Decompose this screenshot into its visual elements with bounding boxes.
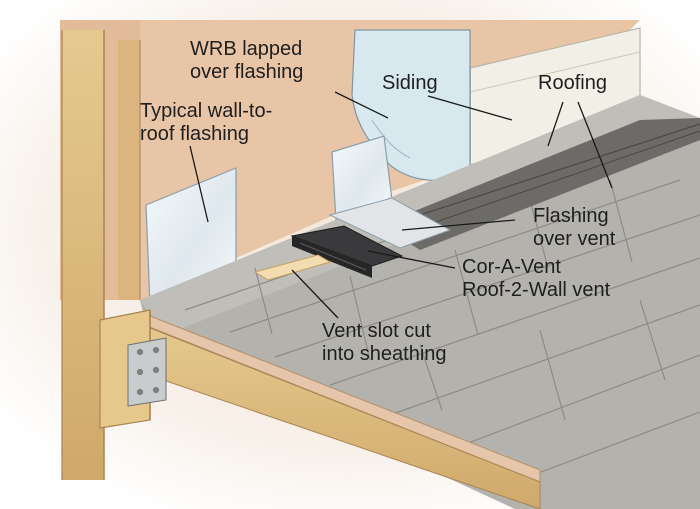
joist-hanger: [127, 337, 167, 407]
label-roofing: Roofing: [538, 72, 607, 95]
cor-a-vent: [290, 225, 404, 267]
stud-left: [62, 30, 104, 480]
leader-flashing-over-vent: [401, 219, 516, 231]
label-siding-text: Siding: [382, 72, 438, 94]
leader-vent: [367, 250, 456, 269]
label-vent-slot-line-1: Vent slot cut: [322, 320, 431, 342]
label-vent-slot: Vent slot cut into sheathing: [322, 320, 447, 366]
leader-vent-slot: [291, 269, 339, 319]
label-wall-flashing-line-2: roof flashing: [140, 123, 249, 145]
label-wrb-line-1: WRB lapped: [190, 38, 303, 60]
leader-lines: [189, 91, 613, 319]
label-vent-line-2: Roof-2-Wall vent: [462, 279, 611, 301]
label-cor-a-vent: Cor-A-Vent Roof-2-Wall vent: [462, 256, 610, 302]
stud-second: [118, 40, 140, 300]
label-flashing-over-vent: Flashing over vent: [533, 205, 615, 251]
leader-wall-flashing: [189, 145, 209, 223]
leader-roofing-1: [547, 101, 564, 147]
label-flashing-line-2: over vent: [533, 228, 616, 250]
flashing-over-vent: [328, 197, 452, 249]
leader-wrb: [334, 91, 389, 119]
label-wrb-lapped: WRB lapped over flashing: [190, 38, 303, 84]
roof-surface: [140, 95, 700, 509]
leader-roofing-2: [577, 101, 613, 189]
roofing-strip: [380, 118, 700, 250]
label-wrb-line-2: over flashing: [190, 61, 304, 83]
label-wall-flashing-line-1: Typical wall-to-: [140, 100, 273, 122]
label-roofing-text: Roofing: [538, 72, 607, 94]
label-wall-flashing: Typical wall-to- roof flashing: [140, 100, 272, 146]
leader-siding: [427, 95, 513, 121]
label-vent-slot-line-2: into sheathing: [322, 343, 447, 365]
vent-slot: [253, 254, 332, 281]
label-siding: Siding: [382, 72, 438, 95]
label-flashing-line-1: Flashing: [533, 205, 609, 227]
label-vent-line-1: Cor-A-Vent: [462, 256, 561, 278]
